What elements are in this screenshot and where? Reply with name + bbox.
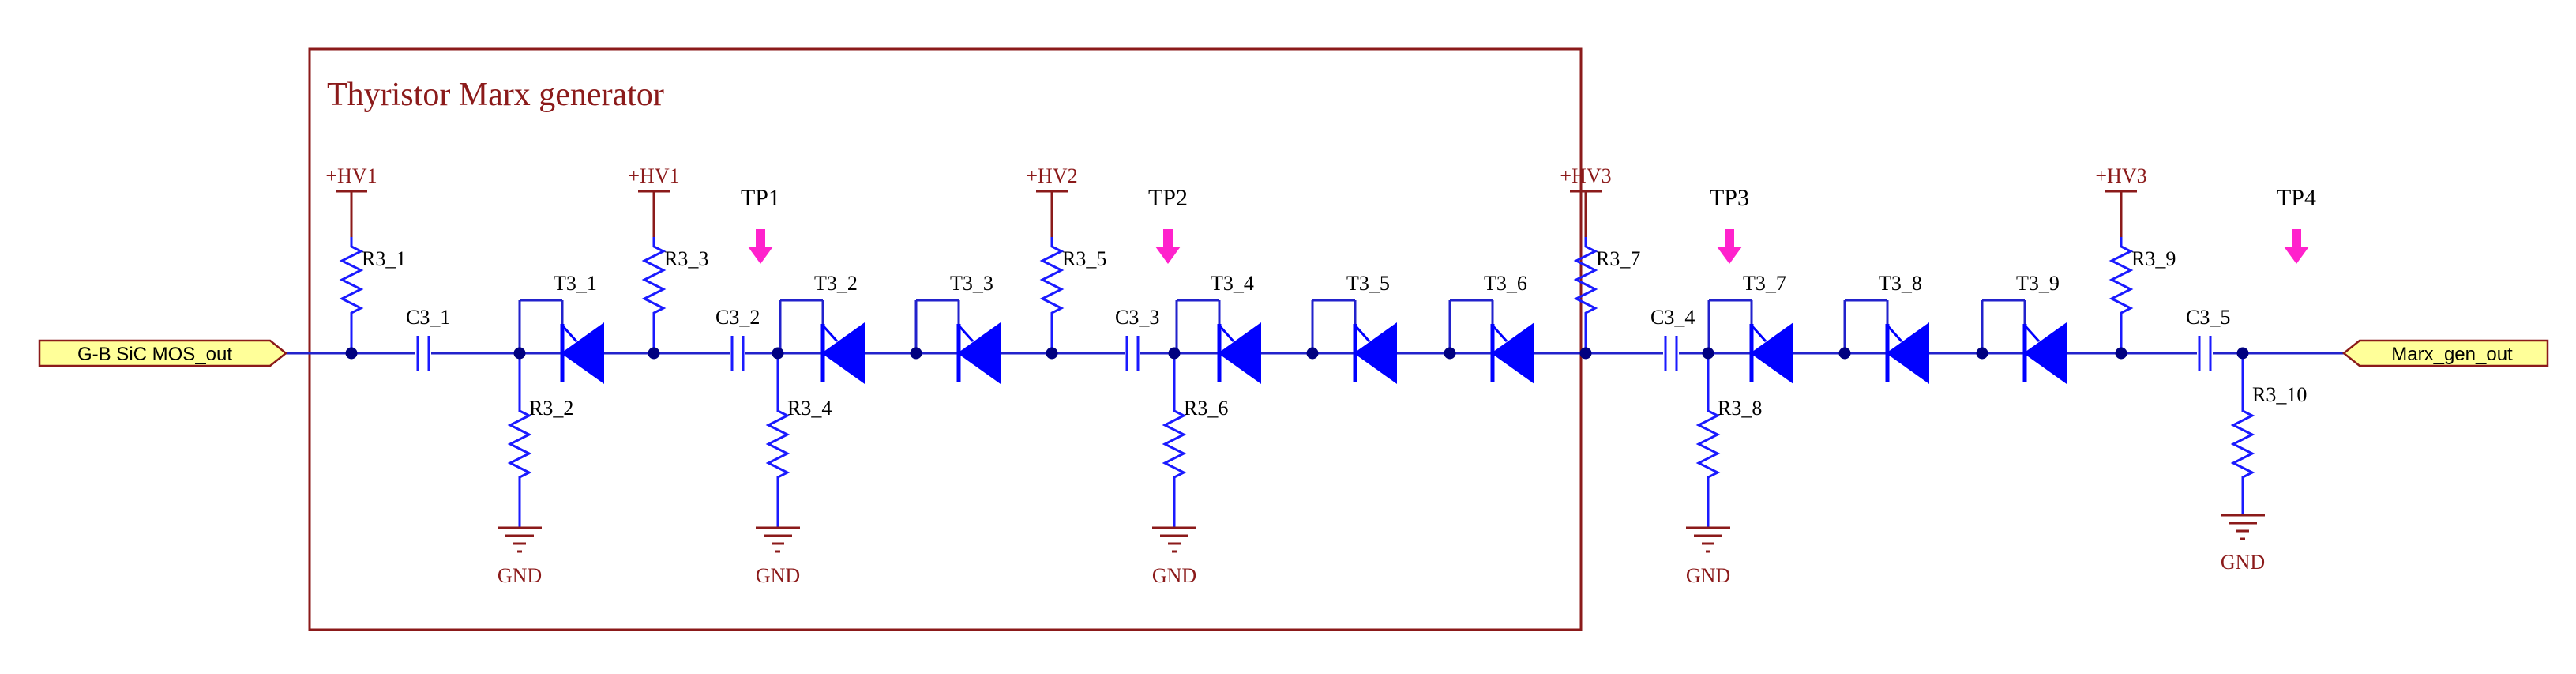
- capacitor-label: C3_1: [406, 306, 450, 329]
- power-label: +HV3: [1560, 164, 1611, 187]
- resistor-r3-4: R3_4: [765, 353, 832, 528]
- output-port[interactable]: Marx_gen_out: [2341, 339, 2549, 367]
- ground-symbol-3: GND: [1152, 526, 1196, 587]
- resistor-label: R3_8: [1718, 397, 1762, 420]
- capacitor-c3-2: C3_2: [715, 306, 760, 371]
- thyristor-label: T3_1: [554, 272, 597, 295]
- power-label: +HV1: [325, 164, 377, 187]
- down-arrow-icon: [1155, 229, 1181, 264]
- resistor-r3-10: R3_10: [2230, 353, 2307, 515]
- power-label: +HV1: [628, 164, 679, 187]
- thyristor-t3-8: T3_8: [1879, 272, 1929, 384]
- resistor-r3-9: R3_9: [2108, 237, 2176, 353]
- power-label: +HV3: [2095, 164, 2146, 187]
- capacitor-c3-5: C3_5: [2186, 306, 2230, 371]
- output-port-label: Marx_gen_out: [2391, 344, 2513, 365]
- resistor-label: R3_7: [1596, 247, 1640, 270]
- thyristor-t3-7: T3_7: [1743, 272, 1793, 384]
- ground-symbol-5: GND: [2221, 514, 2265, 574]
- junction-dots: [345, 347, 2249, 360]
- thyristor-label: T3_4: [1211, 272, 1254, 295]
- test-point-tp1: TP1: [741, 185, 780, 264]
- thyristor-label: T3_2: [814, 272, 858, 295]
- ground-symbol-1: GND: [498, 526, 542, 587]
- resistor-r3-7: R3_7: [1573, 237, 1640, 353]
- resistor-r3-8: R3_8: [1695, 353, 1762, 528]
- test-point-label: TP3: [1710, 185, 1749, 211]
- thyristor-t3-9: T3_9: [2016, 272, 2067, 384]
- thyristor-label: T3_7: [1743, 272, 1786, 295]
- thyristor-label: T3_5: [1346, 272, 1390, 295]
- gnd-label: GND: [498, 564, 542, 587]
- gnd-label: GND: [1152, 564, 1196, 587]
- gnd-label: GND: [2221, 551, 2265, 574]
- power-symbol-3: +HV2: [1026, 164, 1078, 237]
- down-arrow-icon: [2284, 229, 2309, 264]
- resistor-r3-5: R3_5: [1039, 237, 1106, 353]
- resistor-label: R3_2: [529, 397, 573, 420]
- capacitor-label: C3_5: [2186, 306, 2230, 329]
- resistor-label: R3_4: [787, 397, 832, 420]
- test-point-label: TP2: [1148, 185, 1188, 211]
- power-label: +HV2: [1026, 164, 1077, 187]
- thyristor-t3-5: T3_5: [1346, 272, 1397, 384]
- input-port-label: G-B SiC MOS_out: [77, 344, 232, 365]
- thyristor-label: T3_8: [1879, 272, 1922, 295]
- power-symbol-1: +HV1: [325, 164, 377, 237]
- power-symbol-4: +HV3: [1560, 164, 1612, 237]
- resistor-r3-3: R3_3: [641, 237, 708, 353]
- thyristor-t3-1: T3_1: [554, 272, 604, 384]
- down-arrow-icon: [1717, 229, 1742, 264]
- resistor-label: R3_5: [1062, 247, 1106, 270]
- capacitor-c3-3: C3_3: [1115, 306, 1159, 371]
- resistor-label: R3_6: [1184, 397, 1228, 420]
- power-symbol-2: +HV1: [628, 164, 680, 237]
- power-symbol-5: +HV3: [2095, 164, 2147, 237]
- resistor-label: R3_3: [664, 247, 708, 270]
- thyristor-label: T3_9: [2016, 272, 2060, 295]
- resistor-label: R3_9: [2131, 247, 2176, 270]
- capacitor-label: C3_4: [1650, 306, 1695, 329]
- generator-frame: [308, 47, 1583, 631]
- ground-symbol-4: GND: [1686, 526, 1730, 587]
- capacitor-c3-1: C3_1: [406, 306, 450, 371]
- test-point-label: TP1: [741, 185, 780, 211]
- thyristor-t3-6: T3_6: [1484, 272, 1534, 384]
- diagram-title: Thyristor Marx generator: [327, 77, 664, 113]
- thyristor-label: T3_6: [1484, 272, 1527, 295]
- capacitor-label: C3_3: [1115, 306, 1159, 329]
- capacitor-c3-4: C3_4: [1650, 306, 1695, 371]
- resistor-r3-2: R3_2: [507, 353, 573, 528]
- test-point-tp2: TP2: [1148, 185, 1188, 264]
- thyristor-t3-4: T3_4: [1211, 272, 1261, 384]
- down-arrow-icon: [748, 229, 773, 264]
- thyristor-label: T3_3: [950, 272, 993, 295]
- gnd-label: GND: [1686, 564, 1730, 587]
- input-port[interactable]: G-B SiC MOS_out: [38, 339, 288, 367]
- test-point-label: TP4: [2277, 185, 2316, 211]
- thyristor-t3-3: T3_3: [950, 272, 1001, 384]
- capacitor-label: C3_2: [715, 306, 760, 329]
- ground-symbol-2: GND: [756, 526, 800, 587]
- gnd-label: GND: [756, 564, 800, 587]
- thyristor-t3-2: T3_2: [814, 272, 865, 384]
- resistor-r3-1: R3_1: [339, 237, 406, 353]
- resistor-label: R3_1: [362, 247, 406, 270]
- test-point-tp3: TP3: [1710, 185, 1749, 264]
- test-point-tp4: TP4: [2277, 185, 2316, 264]
- resistor-label: R3_10: [2252, 383, 2307, 406]
- resistor-r3-6: R3_6: [1162, 353, 1228, 528]
